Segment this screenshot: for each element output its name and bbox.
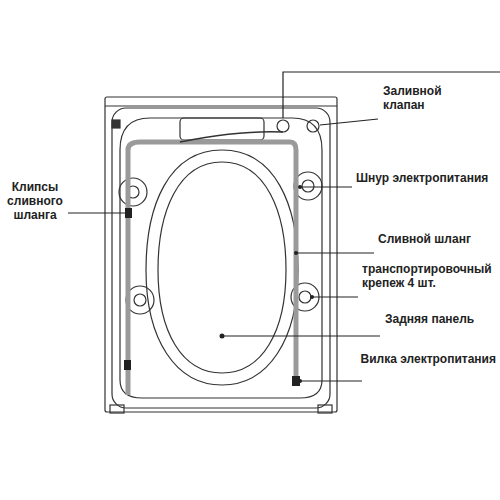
leader-line (300, 186, 352, 187)
drum-outline (146, 150, 298, 385)
leader-line (320, 119, 378, 125)
leader-dot (128, 211, 132, 215)
inlet-valve (307, 120, 319, 132)
part-label: Сливной шланг (378, 232, 471, 246)
foot (110, 405, 124, 413)
leader-line (300, 380, 362, 381)
back-panel-frame (112, 108, 330, 408)
leader-line (222, 335, 380, 336)
leader-dot (310, 295, 314, 299)
transport-bolt (119, 178, 147, 206)
top-edge (105, 105, 337, 106)
top-bracket (180, 118, 264, 140)
machine-body (105, 97, 337, 412)
part-label: Клипсы сливного шланга (4, 180, 66, 222)
leader-line (68, 212, 130, 213)
leader-dot (220, 334, 225, 339)
transport-bolt (299, 291, 311, 303)
panel-contour (120, 118, 322, 398)
leader-dot (294, 251, 298, 255)
clip (112, 120, 120, 128)
drum-inner-outline (158, 162, 286, 373)
part-label: Шнур электропитания (356, 171, 488, 185)
part-label: Вилка электропитания (361, 352, 497, 366)
hose-clip (124, 360, 131, 370)
foot (318, 405, 332, 413)
leader-dot (298, 379, 302, 383)
power-cord (180, 132, 283, 142)
leader-line (283, 72, 500, 118)
part-label: Заливной клапан (383, 84, 463, 112)
part-label: транспортировочный крепеж 4 шт. (362, 262, 496, 290)
leader-dot (298, 185, 302, 189)
part-label: Задняя панель (385, 312, 474, 326)
leader-line (312, 296, 358, 297)
leader-line (296, 252, 374, 253)
transport-bolt (134, 294, 146, 306)
transport-bolt (302, 180, 314, 192)
inlet-valve (277, 120, 289, 132)
drain-hose (128, 142, 296, 395)
